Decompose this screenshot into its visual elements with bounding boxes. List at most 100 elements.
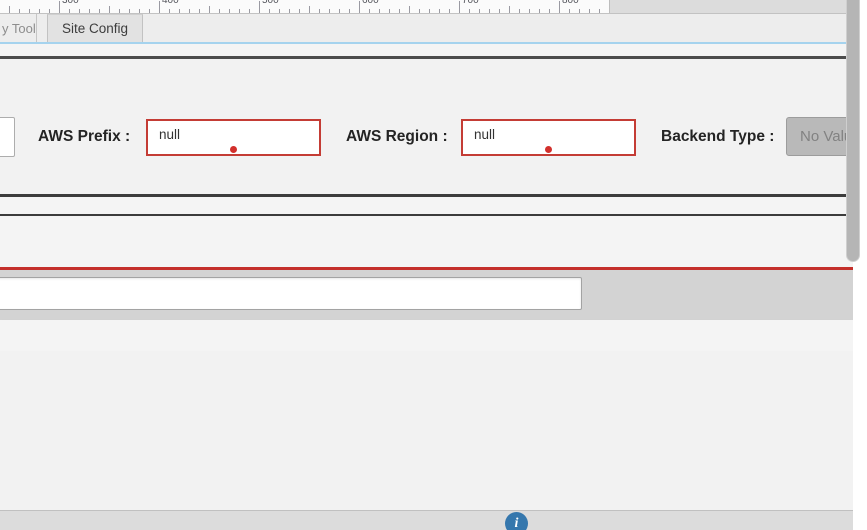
footer-divider (0, 509, 853, 511)
backend-type-label: Backend Type : (661, 128, 775, 145)
ruler-tick (449, 9, 450, 13)
ruler-tick (29, 9, 30, 13)
ruler-tick (549, 9, 550, 13)
section-divider-dark (0, 194, 853, 197)
ruler-tick (569, 9, 570, 13)
ruler-tick (329, 9, 330, 13)
ruler-tick (259, 1, 260, 13)
wide-text-input[interactable] (0, 276, 582, 310)
ruler-tick (299, 9, 300, 13)
ruler-tick (409, 6, 410, 13)
ruler-tick (529, 9, 530, 13)
error-dot-icon (545, 146, 552, 153)
ruler-tick (379, 9, 380, 13)
ruler-tick (179, 9, 180, 13)
ruler-tick (559, 1, 560, 13)
ruler-tick (89, 9, 90, 13)
tab-label: Site Config (61, 21, 129, 36)
tab-bar: y Tool Site Config (0, 14, 853, 42)
ruler-tick (49, 9, 50, 13)
ruler-tick (119, 9, 120, 13)
clipped-left-input[interactable] (0, 117, 15, 157)
ruler-tick (389, 9, 390, 13)
ruler-tick (79, 9, 80, 13)
scrollbar-thumb[interactable] (846, 0, 860, 262)
ruler-tick (319, 9, 320, 13)
ruler-tick (599, 9, 600, 13)
ruler-tick (309, 6, 310, 13)
ruler-tick (99, 9, 100, 13)
ruler-tick (109, 6, 110, 13)
ruler-tick (539, 9, 540, 13)
ruler-tick (219, 9, 220, 13)
ruler-tick (509, 6, 510, 13)
lower-toolbar-band (0, 320, 853, 351)
ruler-tick (369, 9, 370, 13)
horizontal-ruler: 300 400 500 600 700 800 (0, 0, 610, 13)
aws-prefix-label: AWS Prefix : (38, 128, 131, 145)
ruler-tick (149, 9, 150, 13)
ruler-tick (399, 9, 400, 13)
ruler-tick (359, 1, 360, 13)
ruler-tick (59, 1, 60, 13)
ruler-tick (39, 9, 40, 13)
footer-bar: i (0, 511, 853, 530)
ruler-label: 300 (62, 0, 79, 6)
ruler-tick (419, 9, 420, 13)
info-icon: i (514, 515, 519, 530)
error-dot-icon (230, 146, 237, 153)
section-divider-dark (0, 56, 853, 59)
aws-region-label: AWS Region : (346, 128, 448, 145)
ruler-tick (199, 9, 200, 13)
aws-prefix-field-wrap (146, 119, 321, 156)
ruler-tick (189, 9, 190, 13)
ruler-tick (9, 6, 10, 13)
input-toolbar-band (0, 269, 853, 320)
ruler-tick (489, 9, 490, 13)
ruler-strip: 300 400 500 600 700 800 (0, 0, 853, 14)
ruler-tick (139, 9, 140, 13)
ruler-tick (239, 9, 240, 13)
ruler-tick (479, 9, 480, 13)
tab-query-tool[interactable]: y Tool (0, 14, 37, 42)
ruler-label: 800 (562, 0, 579, 6)
content-area (0, 351, 853, 510)
tab-site-config[interactable]: Site Config (47, 14, 143, 42)
ruler-tick (349, 9, 350, 13)
ruler-label: 500 (262, 0, 279, 6)
empty-section-band (0, 216, 853, 267)
ruler-tick (339, 9, 340, 13)
backend-type-value-text: No Value (800, 128, 860, 145)
ruler-tick (269, 9, 270, 13)
ruler-tick (19, 9, 20, 13)
ruler-tick (579, 9, 580, 13)
ruler-tick (279, 9, 280, 13)
tab-label: y Tool (2, 20, 36, 36)
ruler-tick (469, 9, 470, 13)
ruler-tick (589, 9, 590, 13)
info-button[interactable]: i (505, 512, 528, 530)
ruler-tick (249, 9, 250, 13)
ruler-label: 400 (162, 0, 179, 6)
ruler-tick (439, 9, 440, 13)
ruler-label: 700 (462, 0, 479, 6)
ruler-tick (429, 9, 430, 13)
ruler-tick (289, 9, 290, 13)
red-divider (0, 267, 853, 270)
ruler-tick (229, 9, 230, 13)
collapsed-section-band (0, 196, 853, 214)
section-divider-dark (0, 213, 853, 216)
ruler-tick (519, 9, 520, 13)
ruler-tick (459, 1, 460, 13)
ruler-tick (129, 9, 130, 13)
ruler-label: 600 (362, 0, 379, 6)
tab-under-gap (0, 44, 853, 56)
config-form-section: AWS Prefix : AWS Region : Backend Type :… (0, 59, 860, 194)
ruler-tick (69, 9, 70, 13)
tab-highlight-line (0, 42, 853, 44)
ruler-tick (499, 9, 500, 13)
ruler-tick (159, 1, 160, 13)
ruler-tick (209, 6, 210, 13)
aws-region-field-wrap (461, 119, 636, 156)
